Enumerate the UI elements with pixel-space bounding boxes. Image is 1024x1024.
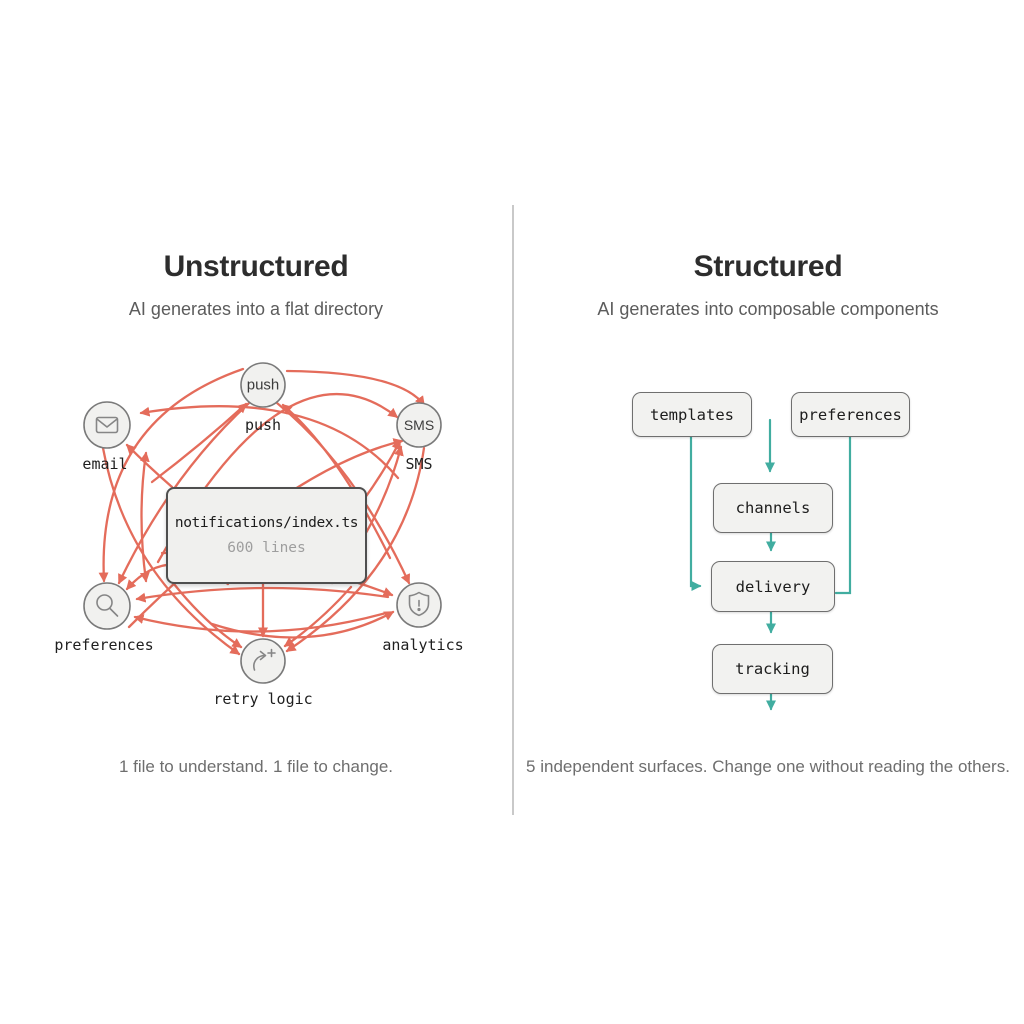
flow-box-channels-label: channels [735,499,811,517]
node-label-push: push [244,416,282,434]
panel-divider [512,205,514,815]
node-label-analytics: analytics [382,636,464,654]
flow-box-channels: channels [713,483,833,533]
monolith-line-count: 600 lines [227,540,306,556]
flow-arrows [689,418,852,711]
envelope-icon [95,416,119,434]
monolith-file-box: notifications/index.ts 600 lines [166,487,367,584]
push-circle-text: push [246,376,280,394]
node-circle-push [240,362,286,408]
magnifier-icon [96,594,119,617]
node-circle-sms [396,402,442,448]
node-label-email: email [82,455,128,473]
node-label-retry-logic: retry logic [213,690,313,708]
node-label-preferences: preferences [54,636,154,654]
node-circle-retry [240,638,286,684]
node-label-sms: SMS [405,455,433,473]
flow-box-tracking: tracking [712,644,833,694]
shield-icon [408,591,430,617]
flow-box-delivery-label: delivery [735,577,811,596]
node-circle-preferences [83,582,131,630]
right-panel-caption: 5 independent surfaces. Change one witho… [526,757,1010,776]
retry-arrow-icon [253,648,276,671]
monolith-filename: notifications/index.ts [174,515,359,531]
node-circle-email [83,401,131,449]
flow-box-delivery: delivery [711,561,835,612]
left-panel-caption: 1 file to understand. 1 file to change. [118,757,394,776]
flow-box-tracking-label: tracking [735,660,810,678]
right-panel-subtitle: AI generates into composable components [597,299,939,319]
sms-circle-text: SMS [403,417,435,433]
flow-box-templates: templates [632,392,752,437]
left-panel-subtitle: AI generates into a flat directory [128,299,384,319]
flow-box-preferences: preferences [791,392,910,437]
left-panel-title: Unstructured [163,250,349,283]
node-icons [95,416,430,671]
flow-box-templates-label: templates [650,405,734,424]
right-panel-title: Structured [693,250,843,283]
flow-box-preferences-label: preferences [799,405,902,424]
node-circles [83,362,442,684]
